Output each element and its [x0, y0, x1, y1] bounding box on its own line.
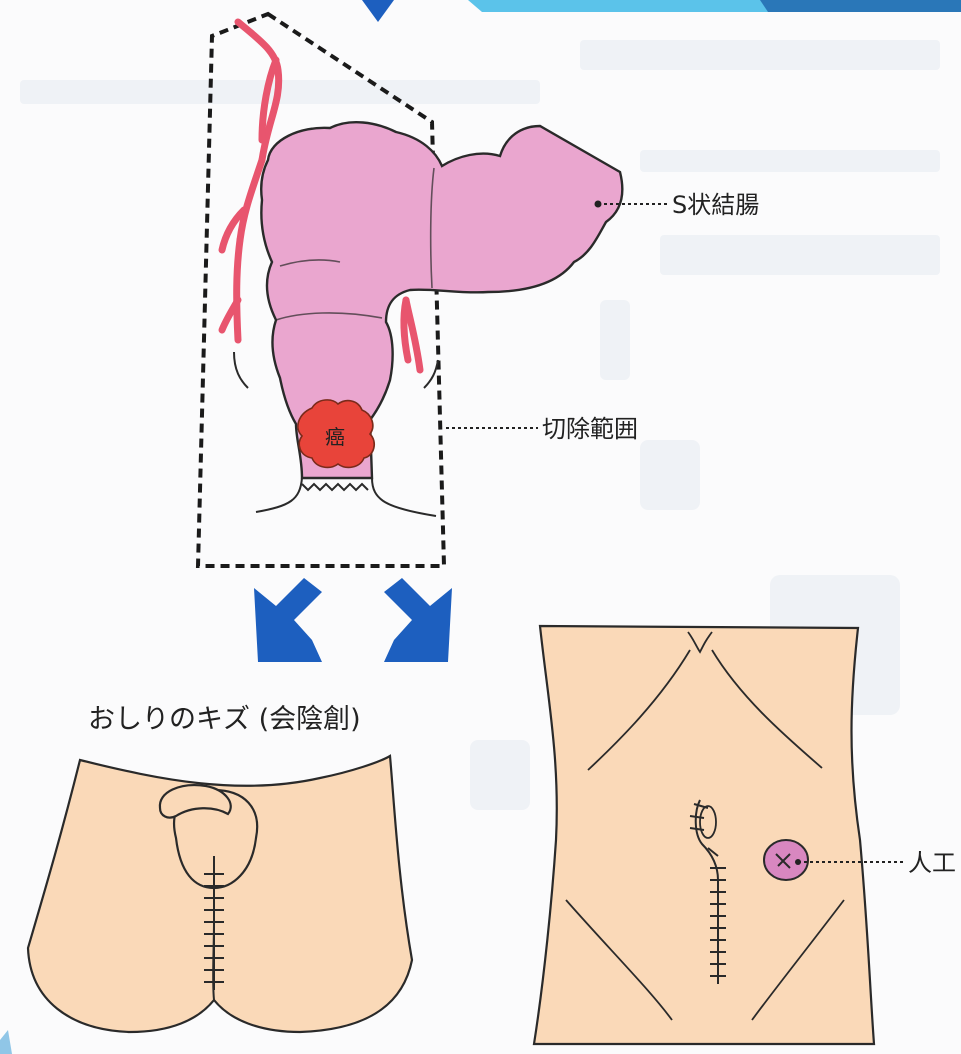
left-edge-mark	[0, 1030, 12, 1054]
corner-banner	[468, 0, 961, 12]
sigmoid-label: S状結腸	[672, 191, 759, 219]
perineal-wound-title: おしりのキズ (会陰創)	[88, 704, 361, 735]
tumor-label: 癌	[325, 425, 345, 449]
resection-label: 切除範囲	[542, 415, 638, 443]
arrow-down-left-icon	[254, 578, 322, 662]
arrow-down-right-icon	[384, 578, 452, 662]
arrow-down-icon	[362, 0, 394, 22]
stoma	[764, 840, 808, 880]
corner-banner-dark	[760, 0, 961, 12]
umbilicus	[700, 806, 716, 838]
abdomen-illustration	[534, 626, 906, 1044]
stoma-label: 人工	[908, 849, 956, 877]
perineum-illustration	[28, 756, 412, 1032]
